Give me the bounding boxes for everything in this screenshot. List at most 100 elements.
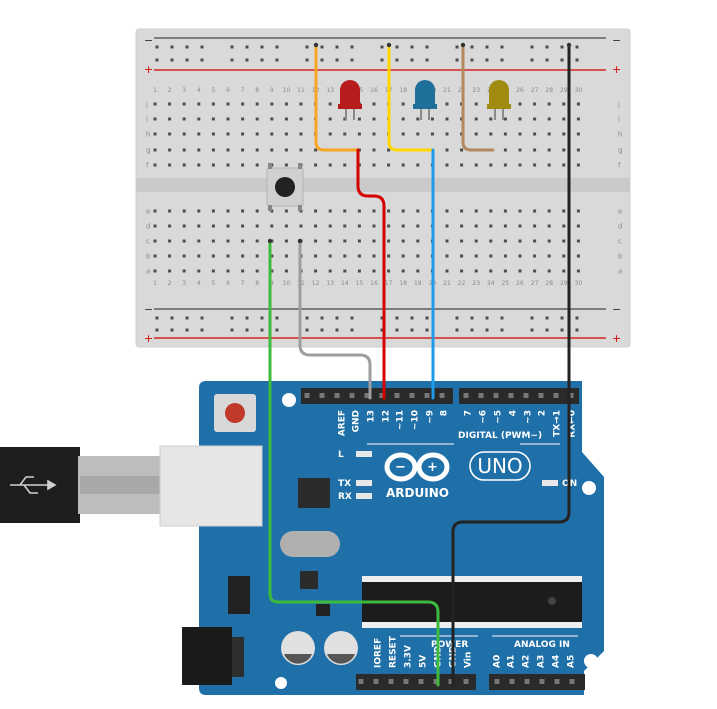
push-button[interactable] [266, 163, 304, 211]
column-number: 4 [197, 280, 201, 287]
row-letter: h [146, 131, 150, 139]
column-number: 10 [283, 87, 291, 94]
leds [338, 80, 511, 120]
header-pin [508, 393, 514, 398]
terminal-hole [168, 269, 172, 273]
row-letter: d [146, 223, 150, 231]
terminal-hole [576, 269, 580, 273]
terminal-hole [518, 102, 522, 106]
black-wire [451, 43, 571, 687]
rail-hole [530, 328, 534, 332]
terminal-hole [299, 148, 303, 152]
terminal-hole [284, 224, 288, 228]
terminal-hole [401, 102, 405, 106]
rail-hole [500, 45, 504, 49]
terminal-hole [226, 163, 230, 167]
terminal-hole [474, 224, 478, 228]
transistor [316, 604, 330, 616]
header-pin [493, 393, 499, 398]
header-pin [538, 393, 544, 398]
rail-plus-label: + [144, 332, 153, 345]
rail-hole [455, 316, 459, 320]
terminal-hole [270, 148, 274, 152]
rail-hole [410, 58, 414, 62]
wire-endpoint [566, 42, 572, 48]
analog-pin-label: A4 [552, 655, 562, 668]
rail-hole [335, 45, 339, 49]
terminal-hole [562, 269, 566, 273]
rail-hole [230, 58, 234, 62]
column-number: 8 [255, 87, 259, 94]
analog-pin-label: A0 [493, 655, 503, 668]
terminal-hole [533, 117, 537, 121]
rail-hole [350, 58, 354, 62]
onboard-led [356, 480, 372, 486]
row-letter: e [146, 208, 150, 216]
reset-button-cap[interactable] [225, 403, 245, 423]
rail-hole [155, 45, 159, 49]
terminal-hole [182, 209, 186, 213]
terminal-hole [226, 269, 230, 273]
gray-wire-path [298, 239, 372, 400]
terminal-hole [474, 132, 478, 136]
rail-hole [305, 328, 309, 332]
row-letter: d [618, 223, 622, 231]
onboard-led-label: L [338, 450, 344, 460]
header-pin [463, 679, 469, 684]
terminal-hole [270, 102, 274, 106]
terminal-hole [255, 163, 259, 167]
terminal-hole [168, 102, 172, 106]
rail-hole [485, 316, 489, 320]
terminal-hole [241, 239, 245, 243]
led-dome [489, 80, 509, 107]
row-letter: h [618, 131, 622, 139]
terminal-hole [489, 209, 493, 213]
terminal-hole [489, 269, 493, 273]
terminal-hole [182, 117, 186, 121]
small-chip [300, 571, 318, 589]
rail-hole [200, 45, 204, 49]
rail-hole [170, 316, 174, 320]
on-led [542, 480, 558, 486]
row-letter: a [618, 268, 622, 276]
terminal-hole [533, 148, 537, 152]
terminal-hole [328, 239, 332, 243]
led [413, 80, 437, 120]
terminal-hole [562, 117, 566, 121]
rail-hole [170, 45, 174, 49]
terminal-hole [474, 163, 478, 167]
column-number: 7 [241, 87, 245, 94]
rail-hole [335, 316, 339, 320]
led [338, 80, 362, 120]
header-pin [509, 679, 515, 684]
digital-pin-label: ~6 [479, 410, 489, 424]
rail-plus-label: + [612, 63, 621, 76]
rail-hole [245, 58, 249, 62]
push-button-cap[interactable] [275, 177, 295, 197]
column-number: 28 [545, 280, 553, 287]
terminal-hole [576, 148, 580, 152]
rail-hole [275, 328, 279, 332]
terminal-hole [343, 117, 347, 121]
rail-hole [410, 45, 414, 49]
terminal-hole [562, 148, 566, 152]
power-jack-edge [232, 637, 244, 677]
terminal-hole [328, 209, 332, 213]
terminal-hole [416, 254, 420, 258]
terminal-hole [460, 239, 464, 243]
terminal-hole [299, 117, 303, 121]
terminal-hole [562, 132, 566, 136]
rail-hole [485, 45, 489, 49]
row-letter: j [145, 101, 148, 109]
terminal-hole [372, 224, 376, 228]
orange-wire [314, 43, 360, 152]
terminal-hole [226, 148, 230, 152]
terminal-hole [357, 117, 361, 121]
rail-hole [350, 316, 354, 320]
rail-hole [455, 58, 459, 62]
terminal-hole [153, 224, 157, 228]
terminal-hole [226, 102, 230, 106]
header-pin [478, 393, 484, 398]
